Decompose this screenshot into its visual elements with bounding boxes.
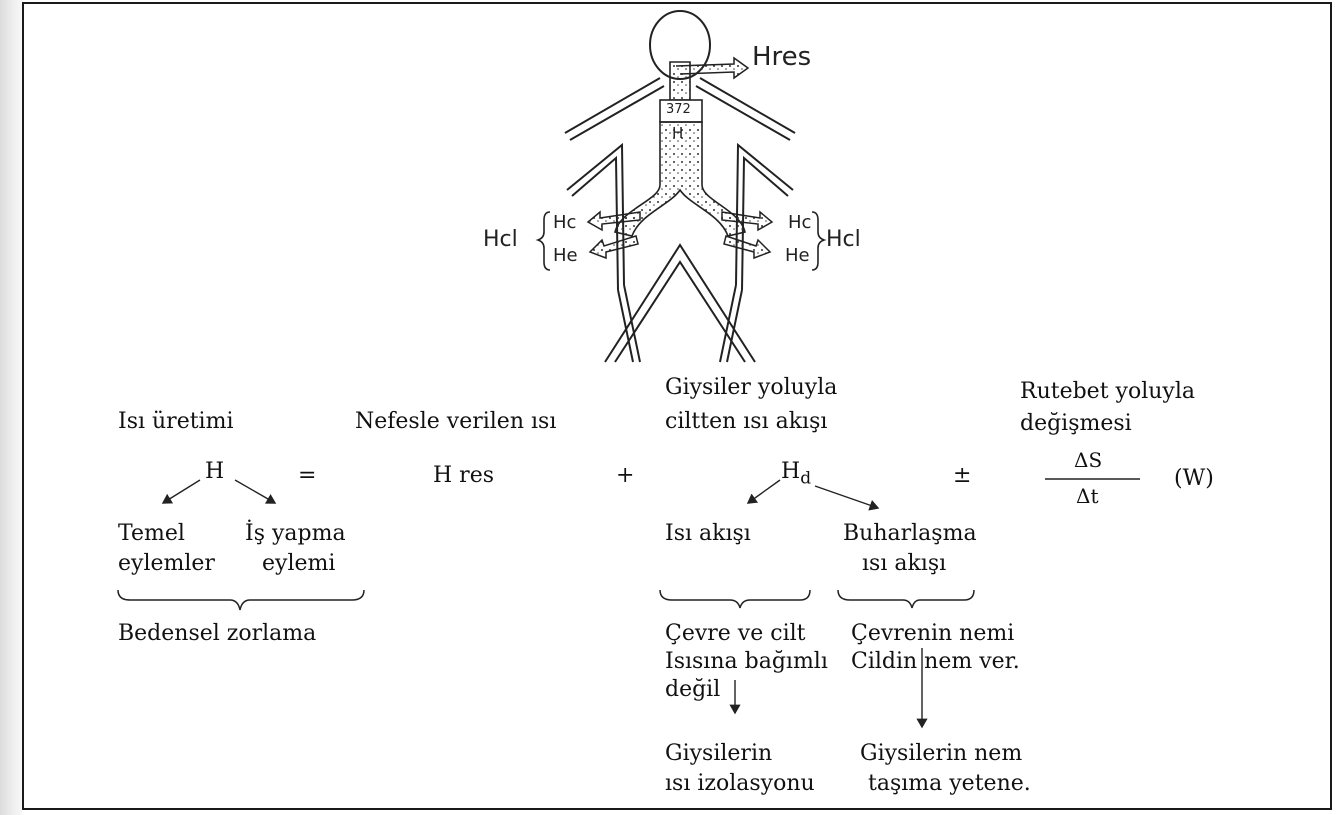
insul-line2: ısı izolasyonu [665,770,815,798]
eq-hres: H res [433,462,494,490]
eq-delta-s: ΔS [1074,446,1102,474]
heading-production: Isı üretimi [118,408,234,436]
skin-heat-arrows [588,212,772,258]
label-he-right: He [785,245,810,266]
heading-clothing-2: ciltten ısı akışı [665,408,827,436]
heading-clothing-1: Giysiler yoluyla [665,374,837,402]
heat-column [615,62,745,236]
hum-line2: Cildin nem ver. [851,648,1020,676]
basal-line1: Temel [118,520,185,548]
hum-line1: Çevrenin nemi [851,620,1014,648]
moist-line1: Giysilerin nem [860,740,1022,768]
env-line3: değil [665,676,720,704]
label-hc-right: Hc [788,212,811,233]
group-braces [118,590,974,610]
equation-arrows [163,480,922,727]
basal-line2: eylemler [118,550,215,578]
heading-storage-1: Rutebet yoluyla [1020,378,1195,406]
insul-line1: Giysilerin [665,740,772,768]
label-torso-h: H [672,124,683,142]
evap-line2: ısı akışı [862,550,946,578]
bodily-strain: Bedensel zorlama [118,620,316,648]
label-hcl-left: Hcl [483,227,518,252]
evap-line1: Buharlaşma [843,520,977,548]
label-he-left: He [553,245,578,266]
work-line2: eylemi [262,550,335,578]
eq-h: H [205,458,224,486]
heading-storage-2: değişmesi [1020,410,1132,438]
work-line1: İş yapma [245,520,346,548]
eq-hd-base: H [781,459,800,484]
hcl-braces [538,212,824,270]
label-372: 372 [666,102,691,117]
eq-hd: Hd [781,458,811,492]
env-line2: Isısına bağımlı [665,648,828,676]
heat-flow: Isı akışı [665,520,751,548]
eq-equals: = [298,462,316,490]
eq-plus: + [616,462,634,490]
env-line1: Çevre ve cilt [665,620,806,648]
eq-unit: (W) [1174,465,1214,493]
moist-line2: taşıma yetene. [868,770,1031,798]
eq-delta-t: Δt [1076,482,1098,510]
label-hcl-right: Hcl [826,227,861,252]
heading-respiration: Nefesle verilen ısı [355,408,556,436]
eq-plus-minus: ± [953,462,971,490]
label-hres: Hres [752,42,811,72]
eq-hd-sub: d [800,468,811,488]
label-hc-left: Hc [553,212,576,233]
